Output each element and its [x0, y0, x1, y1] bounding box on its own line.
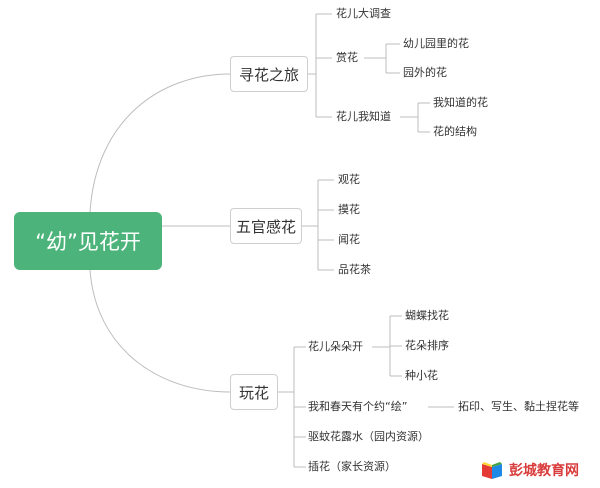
connector-root-branch-1	[89, 73, 231, 213]
leaf-label: 摸花	[338, 203, 360, 216]
sub-branch-label: 赏花	[336, 51, 358, 64]
root-node: “幼”见花开	[14, 212, 162, 270]
leaf-label: 驱蚊花露水（园内资源）	[308, 430, 429, 443]
leaf-label: 闻花	[338, 233, 360, 246]
book-icon	[482, 462, 502, 479]
branch-node-1: 寻花之旅	[230, 56, 308, 92]
leaf-label: 花儿大调查	[336, 7, 391, 20]
sub-branch-label: 花儿朵朵开	[308, 340, 363, 353]
leaf-label: 园外的花	[403, 66, 447, 79]
leaf-label: 花的结构	[433, 125, 477, 138]
leaf-label: 拓印、写生、黏土捏花等	[458, 400, 579, 413]
watermark-text: 彭城教育网	[509, 463, 579, 479]
branch-node-2: 五官感花	[230, 208, 302, 244]
leaf-label: 蝴蝶找花	[405, 309, 449, 322]
leaf-label: 种小花	[405, 369, 438, 382]
sub-branch-label: 花儿我知道	[336, 110, 391, 123]
connector-root-branch-3	[89, 269, 231, 393]
leaf-label: 插花（家长资源）	[308, 460, 396, 473]
leaf-label: 品花茶	[338, 263, 371, 276]
leaf-label: 幼儿园里的花	[403, 37, 469, 50]
leaf-label: 花朵排序	[405, 339, 449, 352]
leaf-label: 观花	[338, 173, 360, 186]
branch-node-3: 玩花	[230, 374, 278, 410]
sub-branch-label: 我和春天有个约“绘”	[308, 400, 408, 413]
leaf-label: 我知道的花	[433, 96, 488, 109]
watermark: 彭城教育网	[480, 460, 579, 480]
